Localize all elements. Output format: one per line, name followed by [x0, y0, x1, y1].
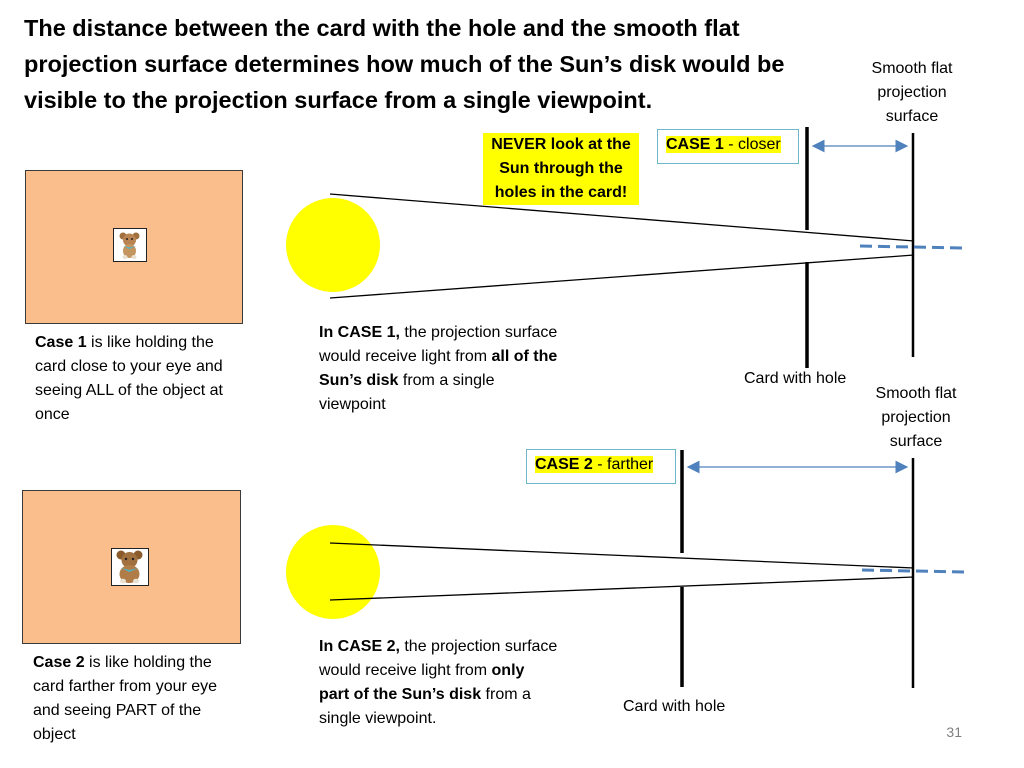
case2-desc-bold: only part of the Sun’s disk [319, 662, 525, 703]
case2-description: In CASE 2, the projection surface would … [319, 635, 559, 731]
sun-case1 [286, 198, 380, 292]
case2-card-label: Card with hole [623, 698, 726, 715]
card-case2 [22, 490, 241, 644]
case1-label-rest: - closer [723, 136, 781, 153]
case1-desc-mid: the projection surface would receive lig… [319, 324, 558, 365]
warning-note: NEVER look at the Sun through the holes … [483, 133, 639, 205]
case1-label-bold: CASE 1 [666, 136, 724, 153]
case1-description: In CASE 1, the projection surface would … [319, 321, 559, 417]
case1-surface-label: Smooth flat projection surface [871, 60, 953, 125]
sun-case2 [286, 525, 380, 619]
card-hole [113, 228, 147, 262]
teddy-bear-icon [119, 232, 140, 259]
page-number: 31 [946, 724, 962, 740]
case1-analogy: Case 1 is like holding the card close to… [35, 331, 245, 427]
case1-analogy-bold: Case 1 [35, 334, 87, 351]
case1-desc-bold: all of the Sun’s disk [319, 348, 558, 389]
case2-analogy: Case 2 is like holding the card farther … [33, 651, 243, 747]
case2-desc-intro: In CASE 2, [319, 638, 400, 655]
case2-label-box: CASE 2 - farther [526, 449, 676, 484]
case1-desc-end: from a single viewpoint [319, 372, 495, 413]
ray-top-case2 [329, 542, 915, 569]
case2-desc-mid: the projection surface would receive lig… [319, 638, 558, 679]
case2-analogy-rest: is like holding the card farther from yo… [33, 654, 218, 743]
ray-bottom-case2 [329, 576, 915, 601]
case2-label-rest: - farther [592, 456, 654, 473]
projected-image-case2 [861, 568, 965, 574]
case1-desc-intro: In CASE 1, [319, 324, 400, 341]
case1-label-box: CASE 1 - closer [657, 129, 799, 164]
case2-label-bold: CASE 2 [535, 456, 593, 473]
card-hole [111, 548, 149, 586]
case2-desc-end: from a single viewpoint. [319, 686, 531, 727]
slide-title: The distance between the card with the h… [24, 15, 785, 113]
case1-card-label: Card with hole [744, 370, 847, 387]
case2-surface-label: Smooth flat projection surface [875, 385, 957, 450]
teddy-bear-icon [116, 550, 143, 584]
ray-bottom-case1 [329, 254, 915, 299]
case1-analogy-rest: is like holding the card close to your e… [35, 334, 223, 423]
projected-image-case1 [859, 244, 965, 250]
case2-analogy-bold: Case 2 [33, 654, 85, 671]
card-case1 [25, 170, 243, 324]
